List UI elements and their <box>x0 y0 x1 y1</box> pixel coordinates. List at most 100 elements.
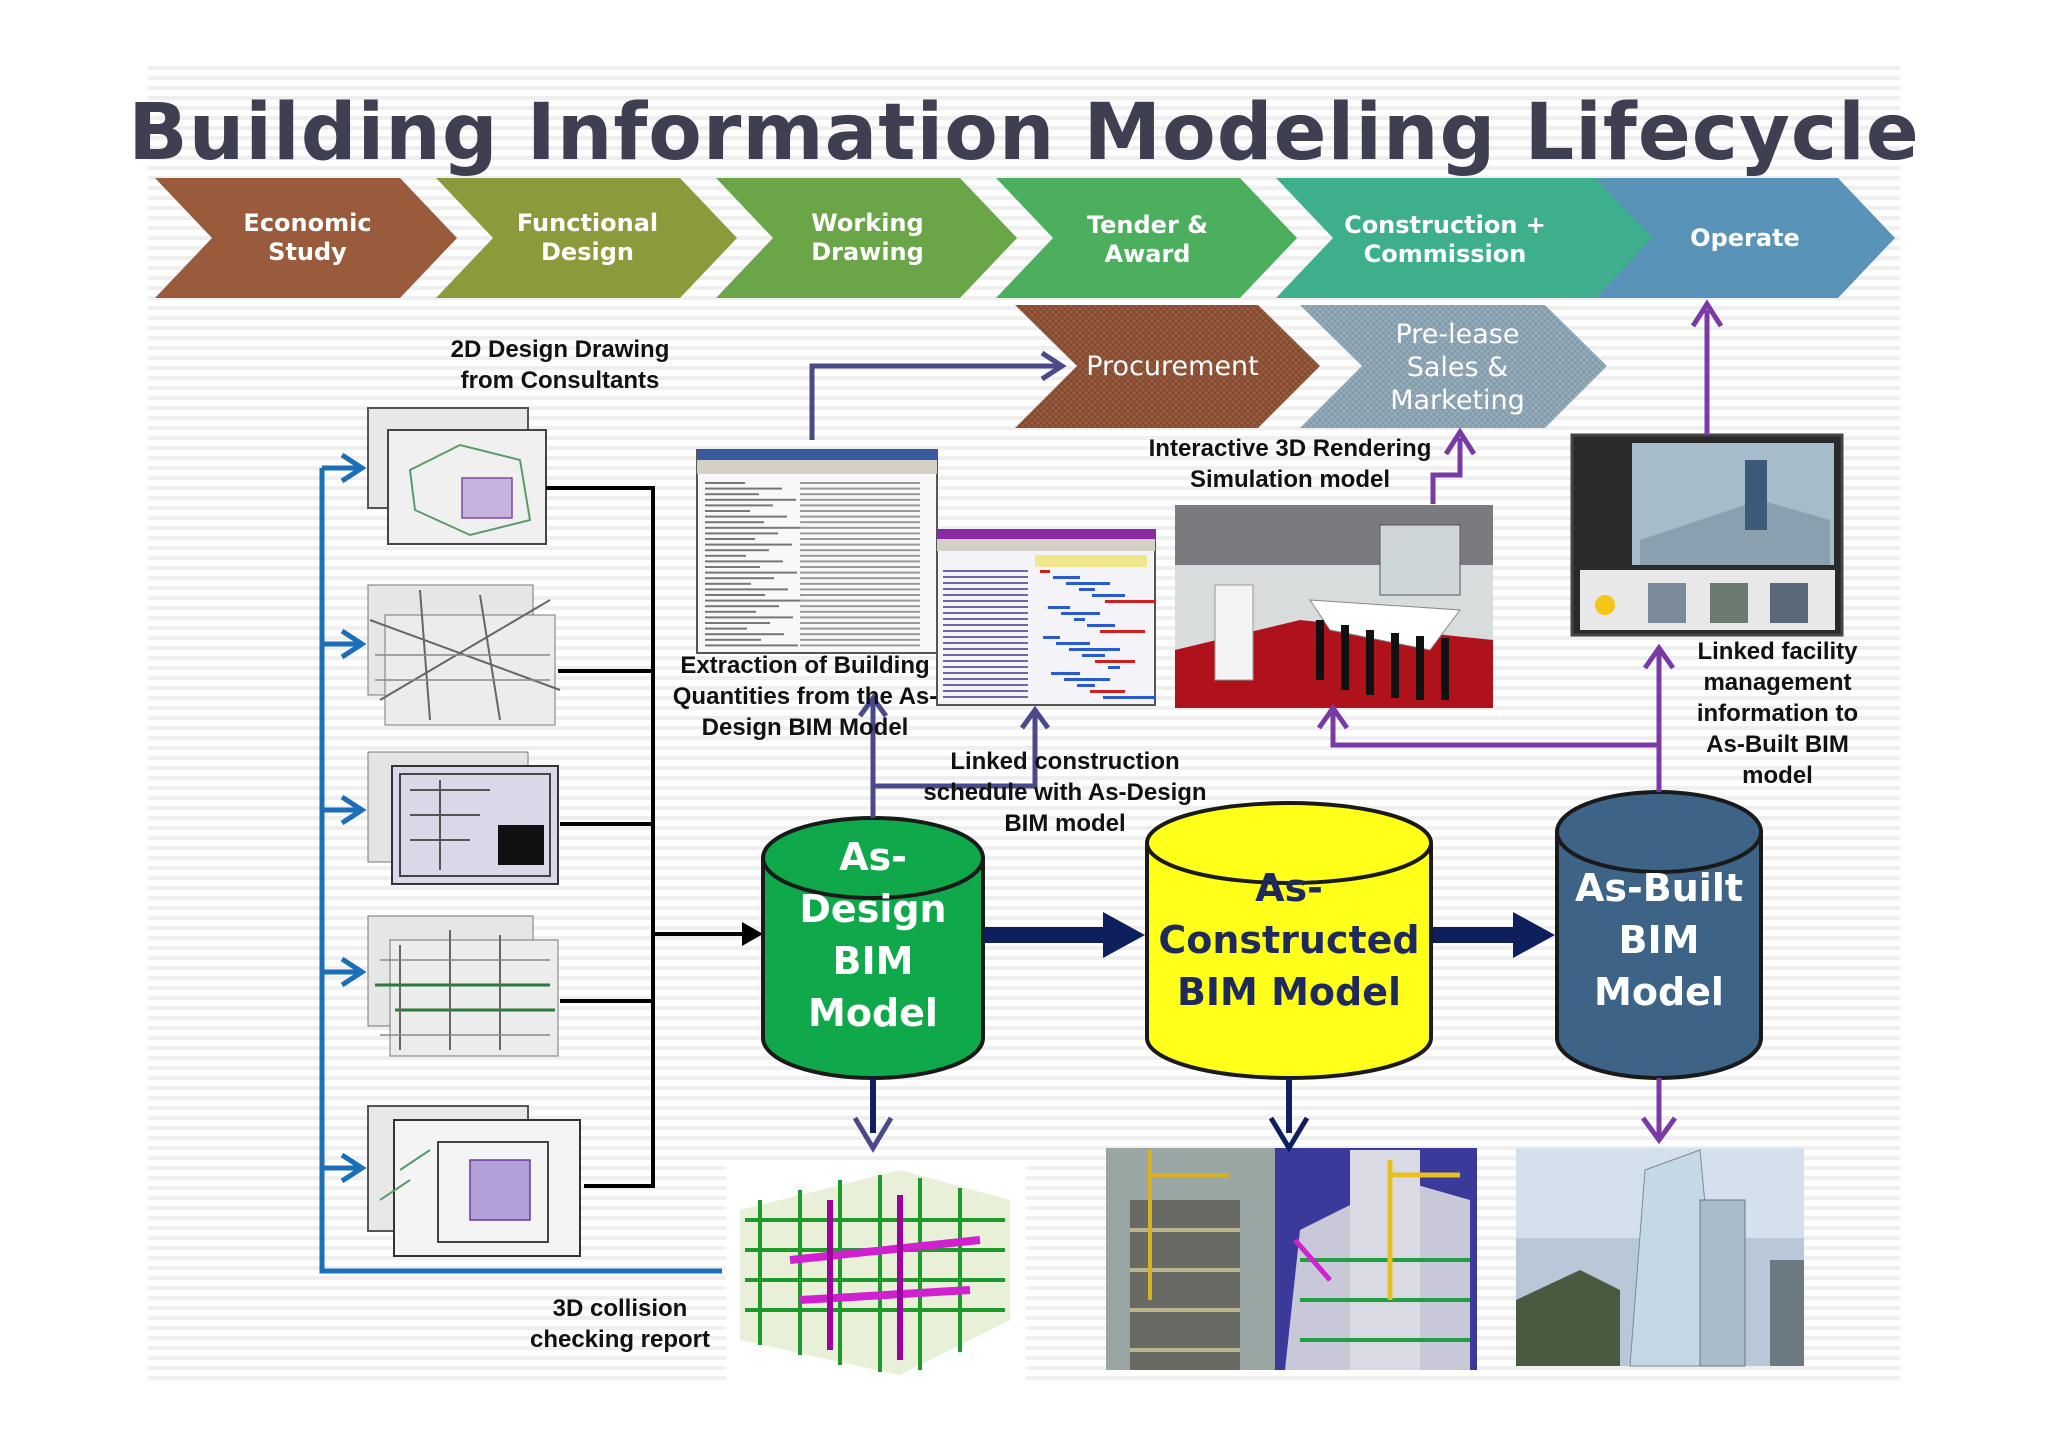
background-stripe <box>148 836 1900 840</box>
background-stripe <box>148 746 1900 750</box>
construction-bim-render <box>1275 1148 1477 1370</box>
background-stripe <box>148 906 1900 910</box>
background-stripe <box>148 226 1900 230</box>
phase-label-tender-award: Tender &Award <box>1086 211 1209 268</box>
background-stripe <box>148 956 1900 960</box>
gantt-bar <box>1066 582 1110 585</box>
spreadsheet-row <box>705 487 782 490</box>
gantt-bar <box>1043 636 1060 639</box>
spreadsheet-row <box>705 554 746 557</box>
spreadsheet-row <box>705 560 783 563</box>
background-stripe <box>148 246 1900 250</box>
background-stripe <box>148 946 1900 950</box>
gantt-task-row <box>943 690 1028 692</box>
background-stripe <box>148 1086 1900 1090</box>
gantt-bar <box>1061 612 1100 615</box>
spreadsheet-row <box>705 549 769 552</box>
gantt-bar <box>1095 660 1135 663</box>
spreadsheet-row <box>705 504 773 507</box>
design-drawing-thumb-1 <box>367 407 547 545</box>
gantt-bar <box>1108 666 1120 669</box>
spreadsheet-row <box>800 487 920 490</box>
gantt-task-row <box>943 660 1028 662</box>
spreadsheet-row <box>800 633 920 636</box>
design-drawing-thumb-4 <box>367 915 559 1057</box>
background-stripe <box>148 476 1900 480</box>
phase-label-procurement: Procurement <box>1086 350 1259 382</box>
background-stripe <box>148 166 1900 170</box>
spreadsheet-row <box>705 622 770 624</box>
spreadsheet-row <box>800 588 920 591</box>
gantt-bar <box>1087 624 1115 627</box>
spreadsheet-row <box>705 526 801 529</box>
spreadsheet-row <box>800 610 920 613</box>
gantt-task-row <box>943 612 1028 614</box>
gantt-bar <box>1100 630 1145 633</box>
as-built-bim-database <box>1555 790 1763 1080</box>
background-stripe <box>148 796 1900 800</box>
background-stripe <box>148 1096 1900 1100</box>
background-stripe <box>148 256 1900 260</box>
spreadsheet-row <box>800 526 920 529</box>
background-stripe <box>148 156 1900 160</box>
gantt-task-row <box>943 684 1028 686</box>
gantt-task-row <box>943 636 1028 638</box>
background-stripe <box>148 896 1900 900</box>
background-stripe <box>148 516 1900 520</box>
spreadsheet-row <box>705 482 745 484</box>
background-stripe <box>148 406 1900 410</box>
background-stripe <box>148 706 1900 710</box>
spreadsheet-row <box>705 627 747 630</box>
gantt-bar <box>1069 648 1120 651</box>
design-drawing-thumb-3 <box>367 751 559 885</box>
phase-label-construction-commission: Construction +Commission <box>1344 211 1546 268</box>
gantt-task-row <box>943 618 1028 620</box>
background-stripe <box>148 336 1900 340</box>
background-stripe <box>148 866 1900 870</box>
background-stripe <box>148 76 1900 80</box>
phase-chevron-procurement <box>1015 305 1320 428</box>
background-stripe <box>148 206 1900 210</box>
phase-label-operate: Operate <box>1690 223 1800 252</box>
design-drawing-thumb-5 <box>367 1105 581 1257</box>
background-stripe <box>148 1146 1900 1150</box>
collision-feedback-arrows <box>319 452 722 1274</box>
background-stripe <box>148 106 1900 110</box>
background-stripe <box>148 716 1900 720</box>
phase-chevron-tender-award <box>996 178 1297 298</box>
spreadsheet-row <box>705 566 760 568</box>
gantt-task-row <box>943 696 1028 698</box>
gantt-bar <box>1048 606 1070 609</box>
spreadsheet-row <box>705 599 802 602</box>
gantt-bar <box>1040 570 1050 573</box>
gantt-bar <box>1051 672 1080 675</box>
background-stripe <box>148 416 1900 420</box>
spreadsheet-row <box>705 538 755 540</box>
background-stripe <box>148 326 1900 330</box>
spreadsheet-row <box>705 515 787 518</box>
background-stripe <box>148 346 1900 350</box>
spreadsheet-row <box>800 538 920 540</box>
facility-management-screenshot <box>1570 433 1844 637</box>
as-built-purple-arrows <box>1316 299 1724 1145</box>
spreadsheet-row <box>800 622 920 624</box>
background-stripe <box>148 356 1900 360</box>
background-stripe <box>148 116 1900 120</box>
page-title: Building Information Modeling Lifecycle <box>128 88 1920 178</box>
gantt-bar <box>1082 654 1105 657</box>
background-stripe <box>148 496 1900 500</box>
spreadsheet-row <box>705 493 759 496</box>
gantt-task-row <box>943 666 1028 668</box>
gantt-task-row <box>943 570 1028 572</box>
background-stripe <box>148 446 1900 450</box>
